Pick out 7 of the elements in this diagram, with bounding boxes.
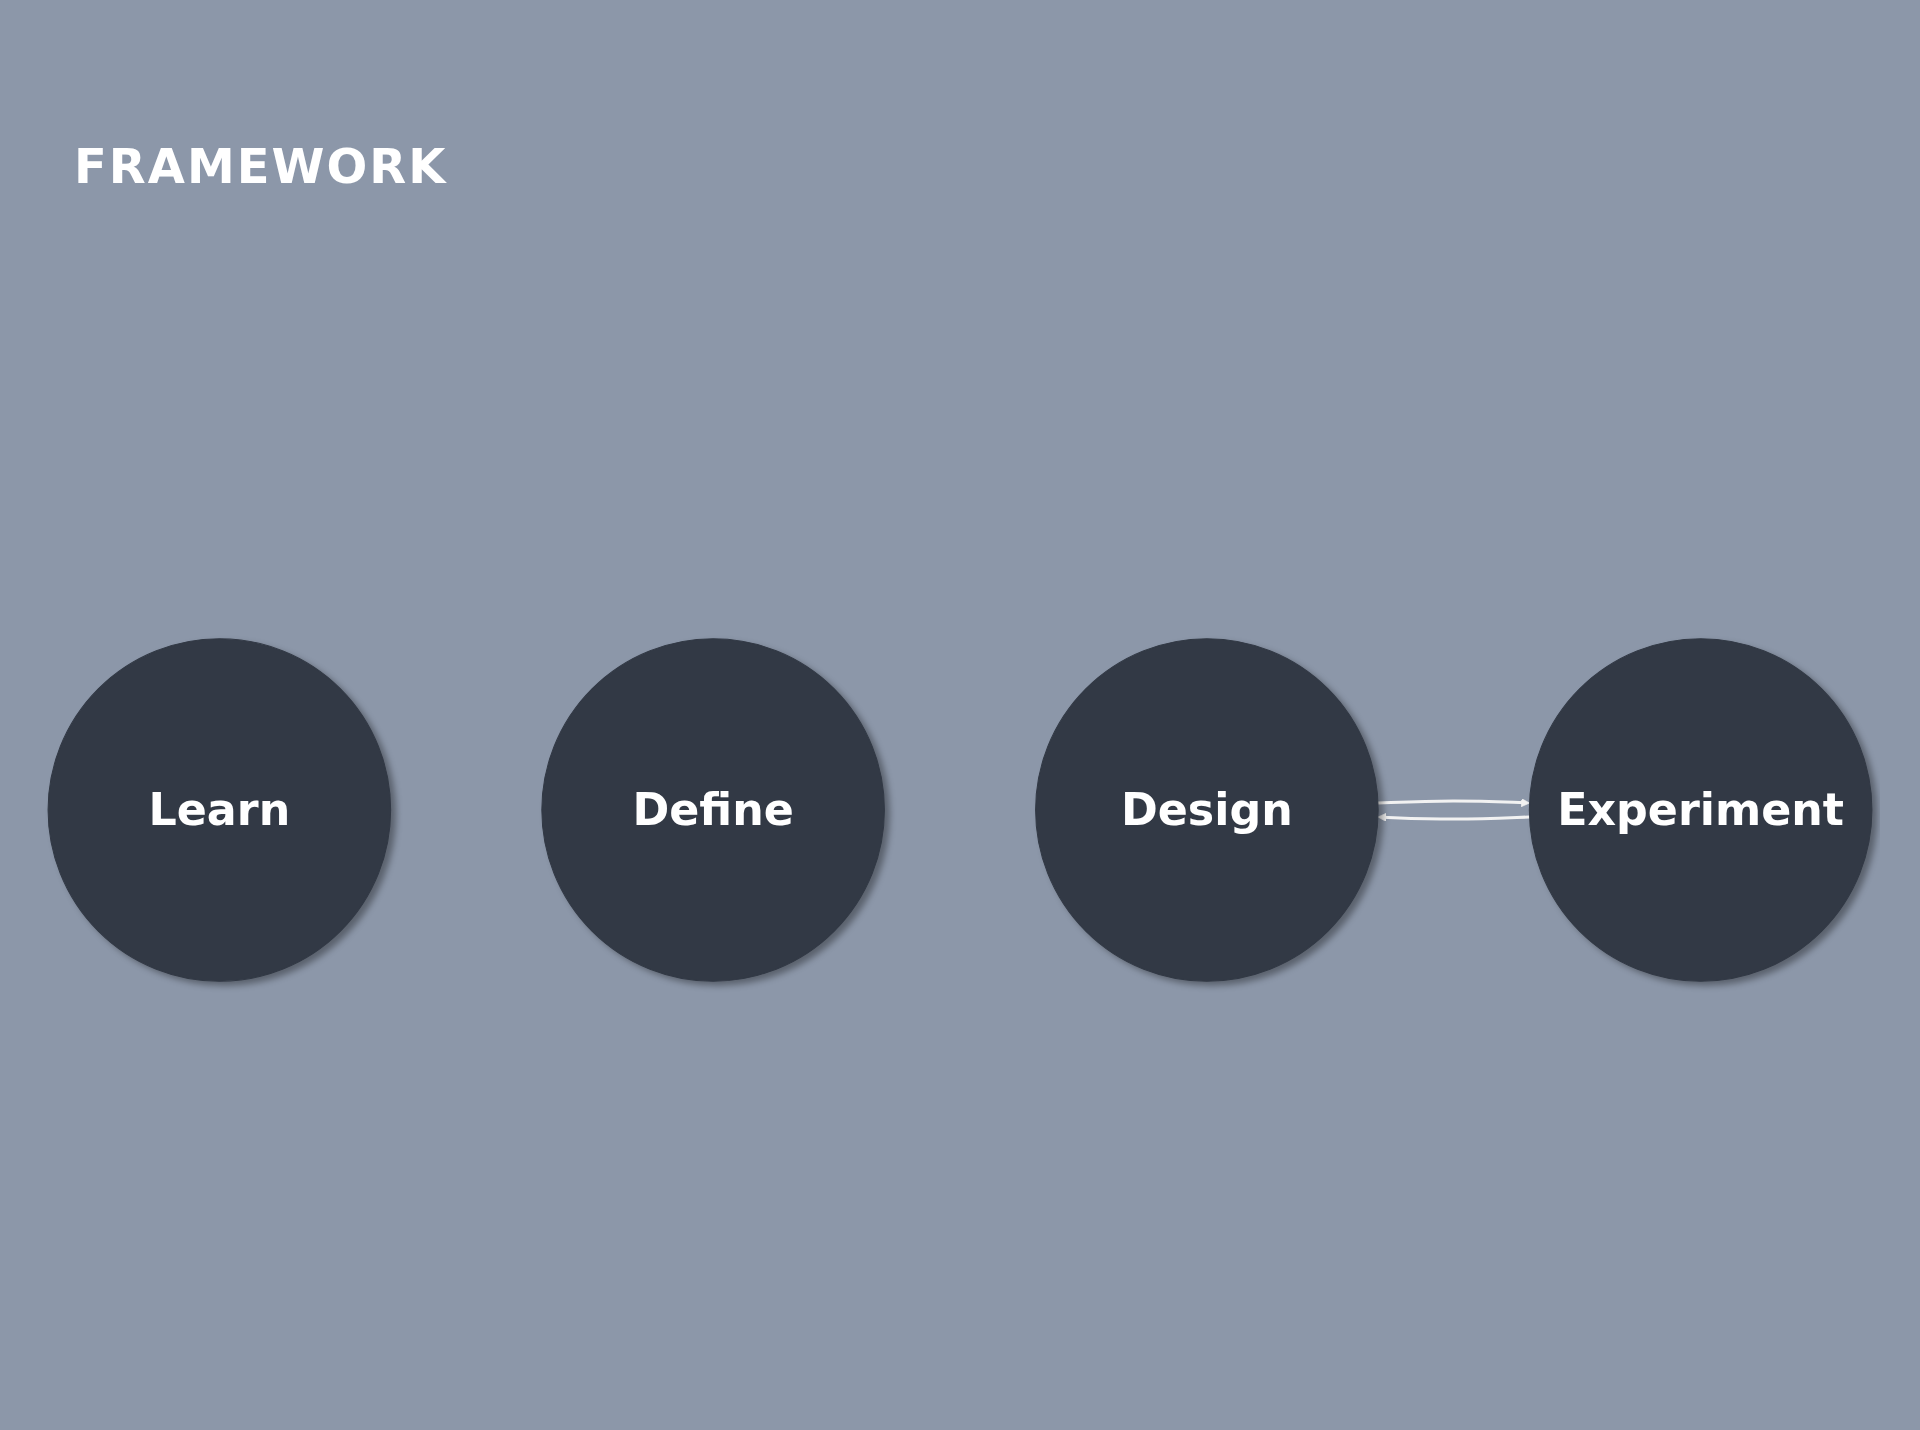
- title: FRAMEWORK: [74, 140, 448, 193]
- arrow: [1377, 812, 1530, 822]
- node-circle: Experiment: [1528, 638, 1873, 982]
- node-circle: Design: [1035, 638, 1379, 982]
- arrow: [1377, 798, 1530, 808]
- node-circle: Define: [541, 638, 885, 982]
- node-circle: Learn: [47, 638, 392, 982]
